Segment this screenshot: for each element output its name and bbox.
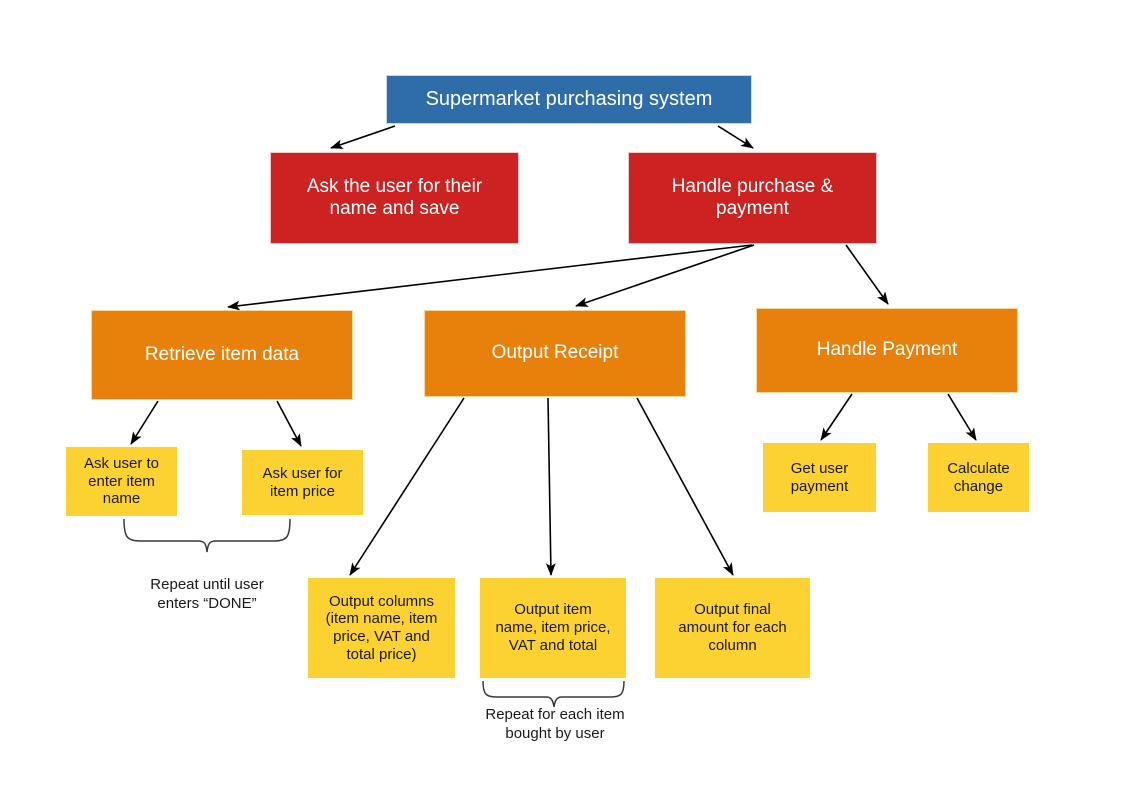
node-output-columns[interactable]: Output columns (item name, item price, V…: [308, 578, 455, 678]
edge-root-to-handle-purchase: [717, 125, 754, 149]
node-calculate-change[interactable]: Calculate change: [928, 443, 1029, 512]
node-label: Handle Payment: [816, 339, 958, 361]
node-label: Calculate change: [947, 459, 1010, 495]
node-label: Get user payment: [790, 459, 849, 495]
node-label: Output columns (item name, item price, V…: [325, 592, 438, 663]
node-output-receipt[interactable]: Output Receipt: [424, 310, 686, 397]
node-ask-the-user-for-their-name-and-save[interactable]: Ask the user for their name and save: [270, 152, 519, 244]
node-ask-user-for-item-price[interactable]: Ask user for item price: [242, 450, 363, 515]
brace-repeat-each-item: [482, 680, 625, 708]
node-label: Ask user to enter item name: [83, 454, 160, 508]
node-output-final-amount-for-each-column[interactable]: Output final amount for each column: [655, 578, 810, 678]
node-label: Output final amount for each column: [678, 601, 787, 654]
edge-handle-purchase-to-handle-payment: [845, 244, 889, 305]
node-label: Handle purchase & payment: [671, 175, 834, 219]
node-retrieve-item-data[interactable]: Retrieve item data: [91, 310, 353, 400]
edge-receipt-to-output-item-line: [545, 397, 556, 576]
node-ask-user-to-enter-item-name[interactable]: Ask user to enter item name: [66, 447, 177, 516]
node-supermarket-purchasing-system[interactable]: Supermarket purchasing system: [386, 75, 752, 124]
edge-handle-purchase-to-output-receipt: [575, 244, 755, 307]
edge-root-to-ask-name: [330, 125, 396, 149]
caption-repeat-until-done: Repeat until user enters “DONE”: [150, 576, 264, 612]
brace-repeat-until-done: [123, 518, 291, 553]
node-handle-payment[interactable]: Handle Payment: [756, 308, 1018, 393]
node-label: Ask user for item price: [262, 464, 343, 500]
edge-payment-to-get-user-payment: [820, 393, 853, 441]
edge-retrieve-to-ask-item-name: [130, 400, 159, 445]
edge-receipt-to-output-final-amount: [636, 397, 734, 576]
edge-handle-purchase-to-retrieve-item-data: [227, 244, 753, 311]
edge-retrieve-to-ask-item-price: [276, 400, 302, 447]
edge-receipt-to-output-columns: [349, 397, 465, 576]
edge-payment-to-calculate-change: [947, 393, 977, 441]
node-handle-purchase-and-payment[interactable]: Handle purchase & payment: [628, 152, 877, 244]
node-output-item-name-price-vat-total[interactable]: Output item name, item price, VAT and to…: [480, 578, 626, 678]
node-get-user-payment[interactable]: Get user payment: [763, 443, 876, 512]
node-label: Supermarket purchasing system: [425, 87, 713, 110]
node-label: Output Receipt: [491, 342, 619, 364]
caption-repeat-for-each-item: Repeat for each item bought by user: [485, 706, 625, 742]
node-label: Ask the user for their name and save: [306, 175, 483, 219]
node-label: Retrieve item data: [144, 343, 300, 365]
node-label: Output item name, item price, VAT and to…: [495, 601, 611, 654]
